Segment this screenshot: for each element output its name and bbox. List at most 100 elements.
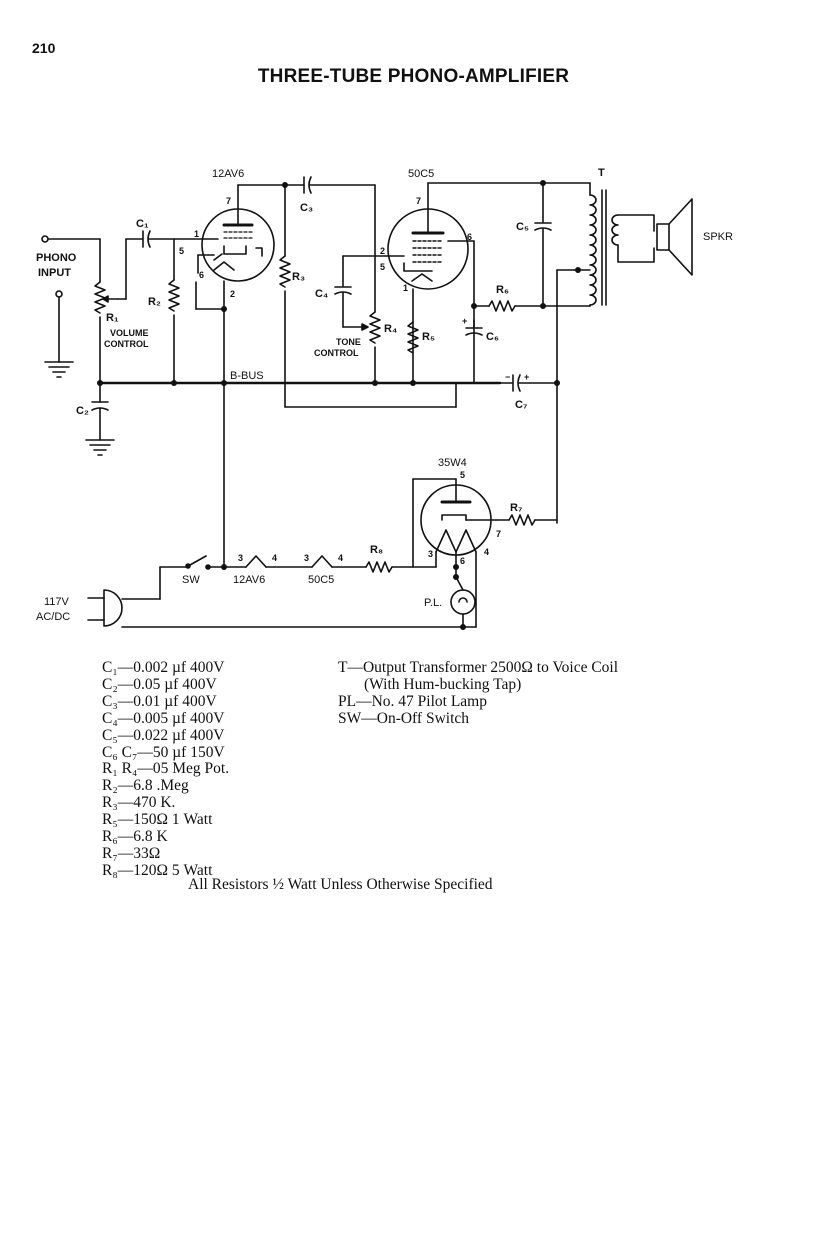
parts-list-item: R₃—470 K. [102, 794, 176, 812]
r6-resistor [473, 300, 544, 312]
pin-label: 6 [199, 270, 204, 280]
c2-capacitor [85, 382, 115, 456]
schematic-diagram: PHONO INPUT VOLUME CONTROL R₁ R₂ C₁ C₂ 1… [36, 167, 733, 630]
pilot-lamp-icon [450, 576, 476, 628]
mains-plug [87, 566, 477, 628]
resistor-note: All Resistors ½ Watt Unless Otherwise Sp… [188, 876, 493, 893]
volume-control-label-2: CONTROL [104, 339, 149, 349]
c3-capacitor [237, 176, 376, 194]
pin-label: 4 [484, 547, 489, 557]
tube-50c5-label: 50C5 [408, 168, 434, 180]
c1-capacitor [125, 230, 175, 248]
pin-label: 5 [460, 470, 465, 480]
parts-list-item: R₆—6.8 K [102, 828, 168, 846]
page-number: 210 [32, 40, 56, 56]
parts-list-item: C₃—0.01 µf 400V [102, 692, 217, 710]
volume-control-label: VOLUME [110, 328, 149, 338]
r2-label: R₂ [148, 296, 161, 308]
r6-label: R₆ [496, 284, 509, 296]
pin-label: 1 [403, 283, 408, 293]
pin-label: 1 [194, 229, 199, 239]
parts-list-item: C₁—0.002 µf 400V [102, 659, 225, 676]
pin-label: 3 [238, 553, 243, 563]
r7-resistor [495, 514, 558, 526]
pin-label: 2 [380, 246, 385, 256]
r1-volume-control [94, 238, 127, 384]
r5-label: R₅ [422, 331, 435, 343]
b-bus-label: B-BUS [230, 370, 264, 382]
parts-list-item: (With Hum-bucking Tap) [364, 675, 522, 693]
pin-label: 4 [272, 553, 277, 563]
pin-label: 6 [467, 232, 472, 242]
c1-label: C₁ [136, 218, 149, 230]
pin-label: 5 [380, 262, 385, 272]
switch-label: SW [182, 574, 200, 586]
parts-list-item: R₇—33Ω [102, 844, 161, 862]
pin-label: + [524, 372, 529, 382]
parts-list-item: R₂—6.8 .Meg [102, 777, 189, 795]
page-title: THREE-TUBE PHONO-AMPLIFIER [257, 66, 570, 87]
speaker-icon [656, 198, 693, 276]
r5-resistor [407, 321, 419, 354]
phono-input-label: PHONO [36, 252, 77, 264]
parts-list-item: C₂—0.05 µf 400V [102, 675, 217, 693]
phono-input-jack [41, 235, 101, 378]
c4-capacitor [334, 255, 387, 331]
r3-resistor [279, 184, 291, 408]
r1-label: R₁ [106, 312, 119, 324]
parts-list-item: C₆ C₇—50 µf 150V [102, 743, 225, 761]
heater-string [159, 555, 437, 573]
parts-list-item: PL—No. 47 Pilot Lamp [338, 692, 487, 710]
c7-label: C₇ [515, 399, 527, 411]
parts-list-item: C₅—0.022 µf 400V [102, 726, 225, 744]
pin-label: 6 [460, 556, 465, 566]
pin-label: 7 [496, 529, 501, 539]
c4-label: C₄ [315, 288, 328, 300]
parts-list-left: C₁—0.002 µf 400V C₂—0.05 µf 400V C₃—0.01… [102, 659, 230, 880]
parts-list-right: T—Output Transformer 2500Ω to Voice Coil… [338, 659, 619, 728]
pin-label: 7 [226, 196, 231, 206]
r2-resistor [168, 238, 204, 384]
phono-input-label-2: INPUT [38, 267, 71, 279]
r7-label: R₇ [510, 502, 522, 514]
parts-list-item: C₄—0.005 µf 400V [102, 709, 225, 727]
junction-dots [97, 180, 581, 630]
pin-label: 3 [428, 549, 433, 559]
parts-list-item: SW—On-Off Switch [338, 709, 470, 727]
pin-label: 7 [416, 196, 421, 206]
c5-label: C₅ [516, 221, 529, 233]
pin-label: 4 [338, 553, 343, 563]
tube-50c5 [385, 182, 475, 384]
c6-capacitor [465, 319, 483, 336]
pin-label: 3 [304, 553, 309, 563]
pin-label: 2 [230, 289, 235, 299]
mains-label-2: AC/DC [36, 611, 70, 623]
c3-label: C₃ [300, 202, 313, 214]
pin-label: + [462, 316, 467, 326]
mains-label: 117V [44, 596, 70, 608]
pin-label: − [505, 372, 510, 382]
tube-35w4-label: 35W4 [438, 457, 467, 469]
r3-label: R₃ [292, 271, 305, 283]
tone-control-label: TONE [336, 337, 361, 347]
heater-12av6-label: 12AV6 [233, 574, 265, 586]
output-transformer [573, 182, 655, 307]
parts-list-item: R₈—120Ω 5 Watt [102, 861, 213, 879]
parts-list-item: T—Output Transformer 2500Ω to Voice Coil [338, 659, 619, 676]
speaker-label: SPKR [703, 231, 733, 243]
transformer-label: T [598, 167, 605, 179]
parts-list-item: R₅—150Ω 1 Watt [102, 811, 213, 829]
r8-label: R₈ [370, 544, 383, 556]
parts-list-item: R₁ R₄—05 Meg Pot. [102, 760, 230, 778]
c2-label: C₂ [76, 405, 89, 417]
heater-50c5-label: 50C5 [308, 574, 334, 586]
r4-tone-control [369, 184, 381, 384]
pin-label: 5 [179, 246, 184, 256]
pilot-lamp-label: P.L. [424, 597, 442, 609]
tube-12av6 [195, 184, 275, 310]
c5-capacitor [534, 182, 552, 307]
tube-12av6-label: 12AV6 [212, 168, 244, 180]
b-bus [98, 269, 575, 524]
r4-label: R₄ [384, 323, 397, 335]
tone-control-label-2: CONTROL [314, 348, 359, 358]
